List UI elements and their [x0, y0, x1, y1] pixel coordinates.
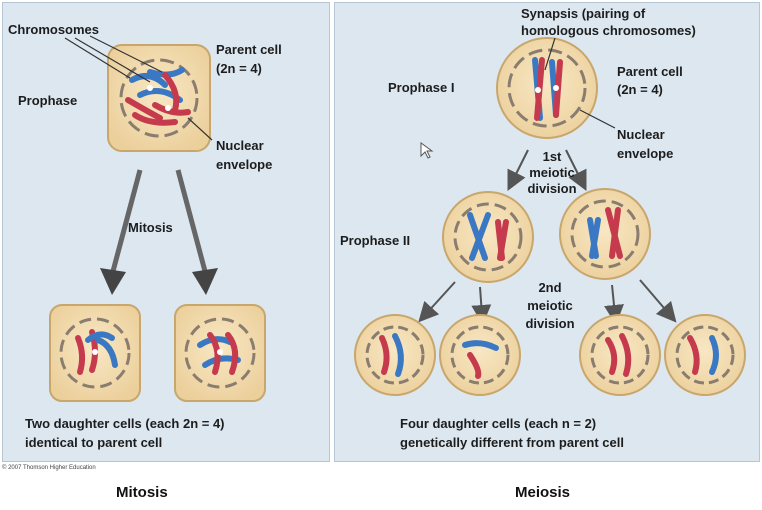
div2-division-label: division — [525, 316, 575, 331]
prophase2-label: Prophase II — [340, 233, 411, 248]
copyright-notice: © 2007 Thomson Higher Education — [2, 465, 96, 471]
mitosis-identical-label: identical to parent cell — [25, 435, 163, 450]
chromosomes-label: Chromosomes — [8, 22, 100, 37]
meiosis-daughter-cell-1 — [354, 314, 436, 396]
mitosis-daughter-cell-2 — [174, 304, 266, 402]
mitosis-daughter-cell-1 — [49, 304, 141, 402]
meiosis-daughter-cell-3 — [579, 314, 661, 396]
mitosis-nuclear-label: Nuclear — [216, 138, 264, 153]
mitosis-pointer-lines — [64, 35, 213, 141]
mitosis-process-label: Mitosis — [128, 220, 173, 235]
mitosis-daughters-label: Two daughter cells (each 2n = 4) — [25, 416, 225, 431]
mitosis-arrows — [100, 169, 218, 295]
mitosis-envelope-label: envelope — [216, 157, 273, 172]
mitosis-parent-cell — [107, 44, 211, 152]
meiosis-envelope-label: envelope — [617, 146, 674, 161]
parent-chromosomes — [125, 67, 191, 126]
div2-meiotic-label: meiotic — [527, 298, 573, 313]
meiosis-pointer-lines — [544, 37, 616, 129]
meiosis-div2-arrows — [418, 279, 677, 325]
meiosis-div1-arrows — [507, 149, 587, 191]
prophase1-label: Prophase I — [388, 80, 455, 95]
mitosis-parent-ploidy-label: (2n = 4) — [216, 61, 262, 76]
meiosis-different-label: genetically different from parent cell — [400, 435, 624, 450]
prophase2-cell-1 — [442, 191, 534, 283]
meiosis-nuclear-label: Nuclear — [617, 127, 665, 142]
meiosis-parent-cell — [496, 37, 598, 139]
homologous-label: homologous chromosomes) — [521, 23, 696, 38]
prophase2-cell-2 — [559, 188, 651, 280]
div2-ordinal-label: 2nd — [538, 280, 562, 295]
meiosis-daughters-label: Four daughter cells (each n = 2) — [400, 416, 597, 431]
meiosis-daughter-cell-2 — [439, 314, 521, 396]
div1-ordinal-label: 1st — [542, 149, 562, 164]
mitosis-caption: Mitosis — [116, 484, 168, 501]
div1-meiotic-label: meiotic — [529, 165, 575, 180]
mitosis-parent-cell-label: Parent cell — [216, 42, 282, 57]
synapsis-label: Synapsis (pairing of — [521, 6, 646, 21]
mitosis-prophase-label: Prophase — [18, 93, 78, 108]
meiosis-parent-ploidy-label: (2n = 4) — [617, 82, 663, 97]
meiosis-parent-cell-label: Parent cell — [617, 64, 683, 79]
meiosis-caption: Meiosis — [515, 484, 571, 501]
div1-division-label: division — [527, 181, 577, 196]
meiosis-daughter-cell-4 — [664, 314, 746, 396]
cursor-icon — [420, 142, 434, 159]
